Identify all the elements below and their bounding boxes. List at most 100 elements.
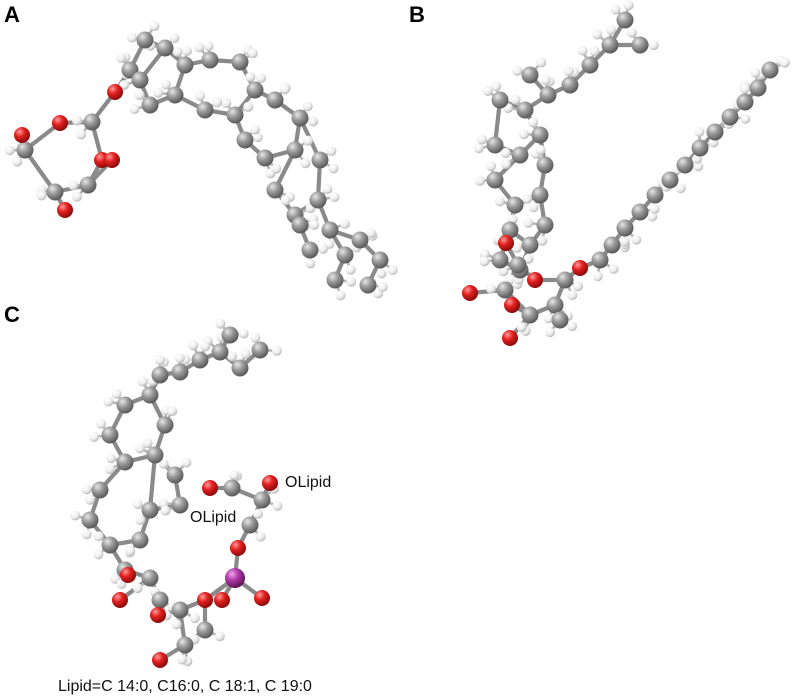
hydrogen-atom bbox=[149, 21, 160, 32]
hydrogen-atom bbox=[252, 132, 263, 143]
carbon-atom bbox=[661, 171, 679, 189]
carbon-atom bbox=[16, 141, 34, 159]
hydrogen-atom bbox=[649, 203, 660, 214]
hydrogen-atom bbox=[104, 464, 115, 475]
hydrogen-atom bbox=[545, 327, 556, 338]
carbon-atom bbox=[286, 141, 304, 159]
hydrogen-atom bbox=[623, 0, 634, 11]
carbon-atom bbox=[211, 343, 229, 361]
carbon-atom bbox=[496, 281, 514, 299]
carbon-atom bbox=[196, 621, 214, 639]
hydrogen-atom bbox=[477, 134, 488, 145]
hydrogen-atom bbox=[475, 175, 486, 186]
carbon-atom bbox=[226, 106, 244, 124]
hydrogen-atom bbox=[491, 81, 502, 92]
hydrogen-atom bbox=[693, 161, 704, 172]
carbon-atom bbox=[591, 251, 609, 269]
hydrogen-atom bbox=[229, 470, 240, 481]
carbon-atom bbox=[46, 183, 64, 201]
carbon-atom bbox=[116, 453, 134, 471]
carbon-atom bbox=[136, 31, 154, 49]
hydrogen-atom bbox=[243, 101, 254, 112]
hydrogen-atom bbox=[535, 145, 546, 156]
carbon-atom bbox=[146, 446, 164, 464]
carbon-atom bbox=[101, 536, 119, 554]
carbon-atom bbox=[151, 366, 169, 384]
oxygen-atom bbox=[57, 202, 73, 218]
hydrogen-atom bbox=[240, 348, 251, 359]
hydrogen-atom bbox=[247, 48, 258, 59]
carbon-atom bbox=[246, 81, 264, 99]
hydrogen-atom bbox=[750, 67, 761, 78]
hydrogen-atom bbox=[129, 104, 140, 115]
hydrogen-atom bbox=[740, 83, 751, 94]
carbon-atom bbox=[256, 149, 274, 167]
hydrogen-atom bbox=[154, 355, 165, 366]
carbon-atom bbox=[486, 171, 504, 189]
carbon-atom bbox=[156, 416, 174, 434]
carbon-atom bbox=[291, 109, 309, 127]
hydrogen-atom bbox=[610, 4, 621, 15]
bond bbox=[22, 147, 58, 195]
carbon-atom bbox=[631, 203, 649, 221]
carbon-atom bbox=[561, 76, 579, 94]
panel-label-b: B bbox=[409, 2, 425, 27]
carbon-atom bbox=[706, 123, 724, 141]
hydrogen-atom bbox=[302, 101, 313, 112]
hydrogen-atom bbox=[303, 135, 314, 146]
carbon-atom bbox=[721, 108, 739, 126]
hydrogen-atom bbox=[479, 248, 490, 259]
hydrogen-atom bbox=[473, 143, 484, 154]
hydrogen-atom bbox=[528, 202, 539, 213]
carbon-atom bbox=[616, 11, 634, 29]
carbon-atom bbox=[521, 236, 539, 254]
hydrogen-atom bbox=[4, 145, 15, 156]
hydrogen-atom bbox=[174, 353, 185, 364]
oxygen-atom bbox=[112, 592, 128, 608]
hydrogen-atom bbox=[93, 549, 104, 560]
hydrogen-atom bbox=[76, 129, 87, 140]
carbon-atom bbox=[531, 186, 549, 204]
hydrogen-atom bbox=[543, 313, 554, 324]
hydrogen-atom bbox=[675, 183, 686, 194]
hydrogen-atom bbox=[523, 217, 534, 228]
hydrogen-atom bbox=[626, 27, 637, 38]
carbon-atom bbox=[761, 61, 779, 79]
carbon-atom bbox=[536, 216, 554, 234]
oxygen-atom bbox=[254, 590, 270, 606]
hydrogen-atom bbox=[567, 290, 578, 301]
hydrogen-atom bbox=[500, 148, 511, 159]
hydrogen-atom bbox=[536, 57, 547, 68]
hydrogen-atom bbox=[36, 190, 47, 201]
hydrogen-atom bbox=[125, 546, 136, 557]
carbon-atom bbox=[491, 251, 509, 269]
hydrogen-atom bbox=[326, 145, 337, 156]
carbon-atom bbox=[539, 86, 557, 104]
carbon-atom bbox=[221, 326, 239, 344]
hydrogen-atom bbox=[177, 654, 188, 665]
carbon-atom bbox=[311, 151, 329, 169]
molecule-b bbox=[462, 0, 790, 346]
hydrogen-atom bbox=[194, 42, 205, 53]
hydrogen-atom bbox=[537, 235, 548, 246]
hydrogen-atom bbox=[171, 619, 182, 630]
carbon-atom bbox=[166, 86, 184, 104]
carbon-atom bbox=[736, 93, 754, 111]
carbon-atom bbox=[151, 591, 169, 609]
hydrogen-atom bbox=[103, 396, 114, 407]
hydrogen-atom bbox=[567, 321, 578, 332]
hydrogen-atom bbox=[280, 84, 291, 95]
hydrogen-atom bbox=[153, 87, 164, 98]
carbon-atom bbox=[191, 351, 209, 369]
carbon-atom bbox=[83, 113, 101, 131]
hydrogen-atom bbox=[158, 458, 169, 469]
hydrogen-atom bbox=[203, 41, 214, 52]
hydrogen-atom bbox=[70, 510, 81, 521]
carbon-atom bbox=[291, 216, 309, 234]
hydrogen-atom bbox=[518, 129, 529, 140]
carbon-atom bbox=[253, 491, 271, 509]
hydrogen-atom bbox=[280, 195, 291, 206]
hydrogen-atom bbox=[510, 94, 521, 105]
carbon-atom bbox=[251, 341, 269, 359]
